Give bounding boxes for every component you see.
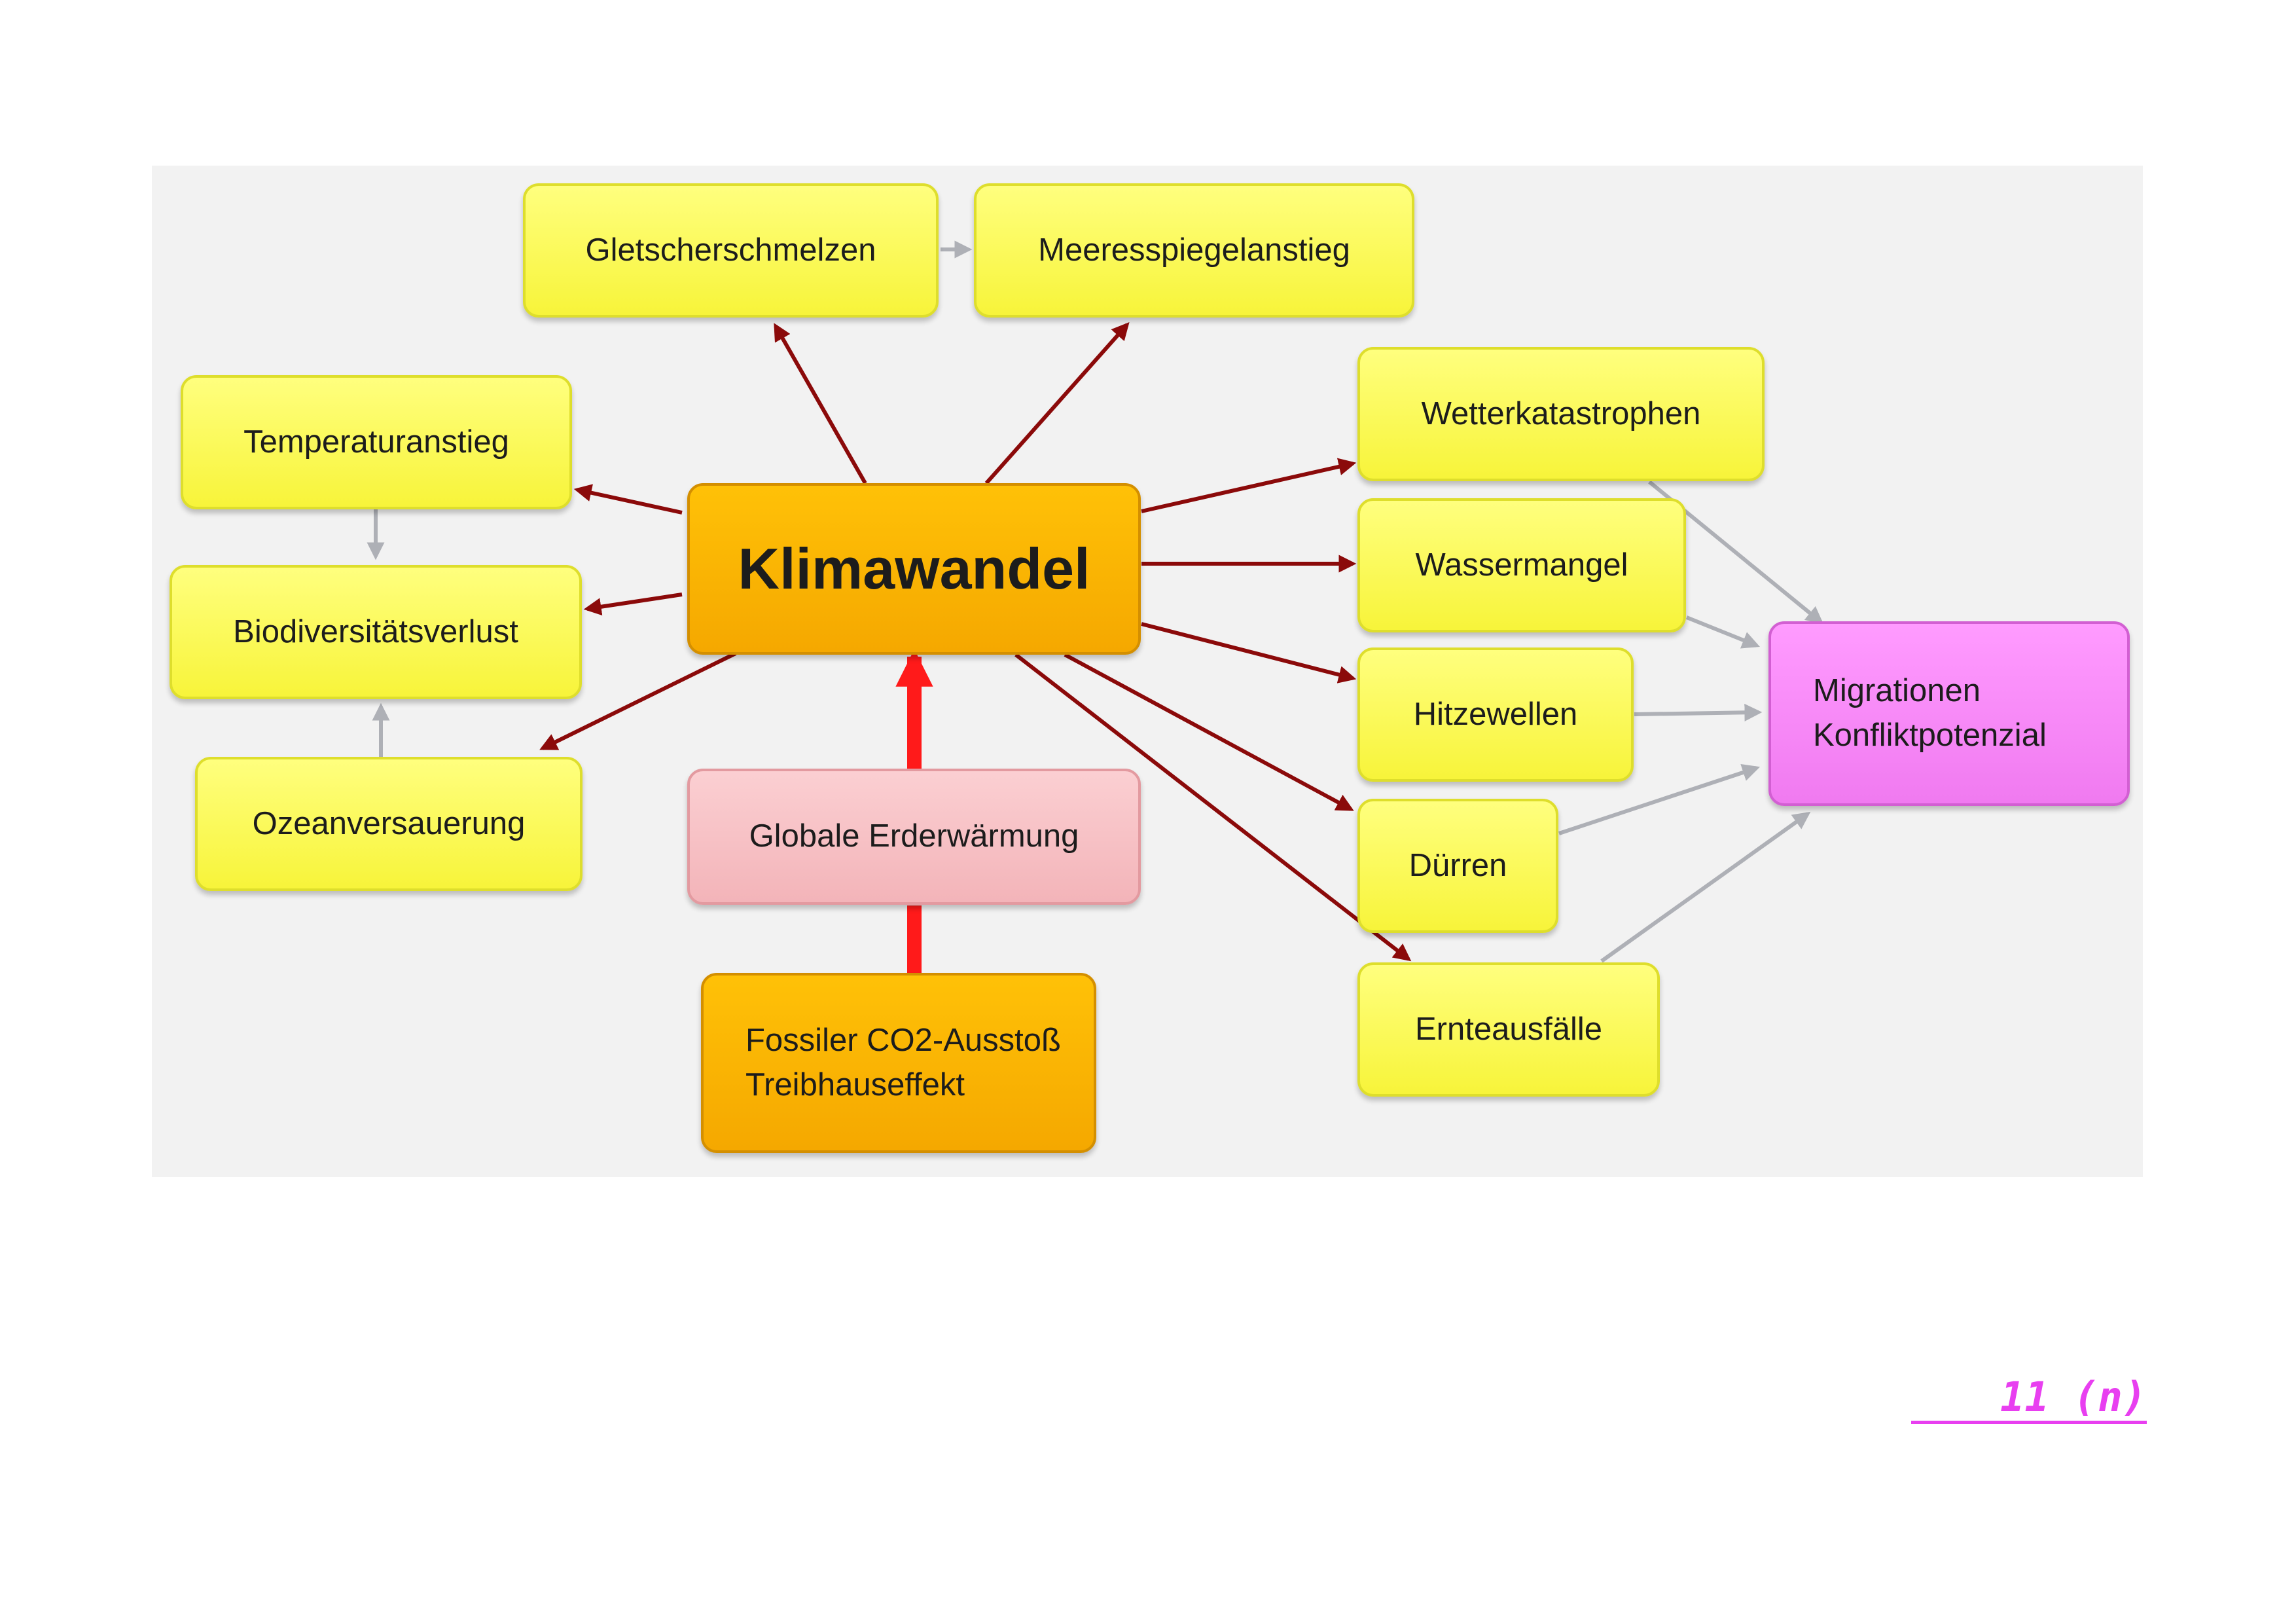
arrow-to-wetterkatastrophen	[1141, 458, 1357, 513]
arrow-duerren-to-migration	[1558, 763, 1761, 835]
node-gletscherschmelzen: Gletscherschmelzen	[523, 183, 939, 318]
arrow-to-temperaturanstieg	[573, 484, 683, 515]
arrow-to-hitzewellen	[1141, 622, 1357, 684]
node-temperaturanstieg: Temperaturanstieg	[181, 375, 572, 509]
node-meeresspiegelanstieg-label: Meeresspiegelanstieg	[1038, 232, 1350, 268]
node-klimawandel-label: Klimawandel	[738, 536, 1090, 602]
node-duerren-label: Dürren	[1408, 847, 1507, 883]
node-gletscherschmelzen-label: Gletscherschmelzen	[585, 232, 876, 268]
node-hitzewellen-label: Hitzewellen	[1413, 696, 1578, 732]
node-wassermangel-label: Wassermangel	[1415, 547, 1628, 583]
node-klimawandel: Klimawandel	[687, 483, 1141, 655]
arrow-to-meeresspiegelanstieg	[984, 321, 1130, 484]
node-ozeanversauerung-label: Ozeanversauerung	[252, 805, 526, 841]
node-ozeanversauerung: Ozeanversauerung	[195, 757, 583, 891]
node-fossiler-co2-ausstoss-label: Fossiler CO2-Ausstoß Treibhauseffekt	[745, 1022, 1061, 1103]
node-meeresspiegelanstieg: Meeresspiegelanstieg	[974, 183, 1414, 318]
arrow-to-ozeanversauerung	[539, 651, 737, 750]
node-migrationen-konfliktpotenzial: Migrationen Konfliktpotenzial	[1768, 621, 2130, 806]
node-globale-erderwaermung: Globale Erderwärmung	[687, 769, 1141, 905]
arrow-wasser-to-migration	[1685, 615, 1761, 649]
node-wassermangel: Wassermangel	[1357, 498, 1686, 632]
arrow-to-duerren	[1064, 653, 1354, 811]
node-duerren: Dürren	[1357, 799, 1558, 933]
node-wetterkatastrophen: Wetterkatastrophen	[1357, 347, 1765, 481]
arrow-hitze-to-migration	[1634, 703, 1763, 721]
node-globale-erderwaermung-label: Globale Erderwärmung	[749, 818, 1079, 854]
node-migrationen-konfliktpotenzial-label: Migrationen Konfliktpotenzial	[1813, 673, 2047, 753]
node-fossiler-co2-ausstoss: Fossiler CO2-Ausstoß Treibhauseffekt	[701, 973, 1096, 1153]
arrow-to-ernteausfaelle	[1014, 653, 1412, 962]
node-ernteausfaelle: Ernteausfälle	[1357, 962, 1660, 1097]
node-hitzewellen: Hitzewellen	[1357, 647, 1634, 782]
arrow-to-gletscherschmelzen	[774, 323, 867, 484]
page-number: 11 (n)	[1911, 1374, 2147, 1424]
node-ernteausfaelle-label: Ernteausfälle	[1414, 1011, 1602, 1047]
node-biodiversitaetsverlust-label: Biodiversitätsverlust	[233, 613, 518, 649]
node-biodiversitaetsverlust: Biodiversitätsverlust	[170, 565, 582, 699]
arrow-ernte-to-migration	[1600, 811, 1811, 963]
node-wetterkatastrophen-label: Wetterkatastrophen	[1421, 395, 1701, 431]
arrow-to-biodiversitaetsverlust	[583, 593, 683, 616]
climate-concept-map: Gletscherschmelzen Meeresspiegelanstieg …	[152, 166, 2143, 1177]
node-temperaturanstieg-label: Temperaturanstieg	[243, 424, 509, 460]
connector-layer	[367, 240, 1824, 973]
